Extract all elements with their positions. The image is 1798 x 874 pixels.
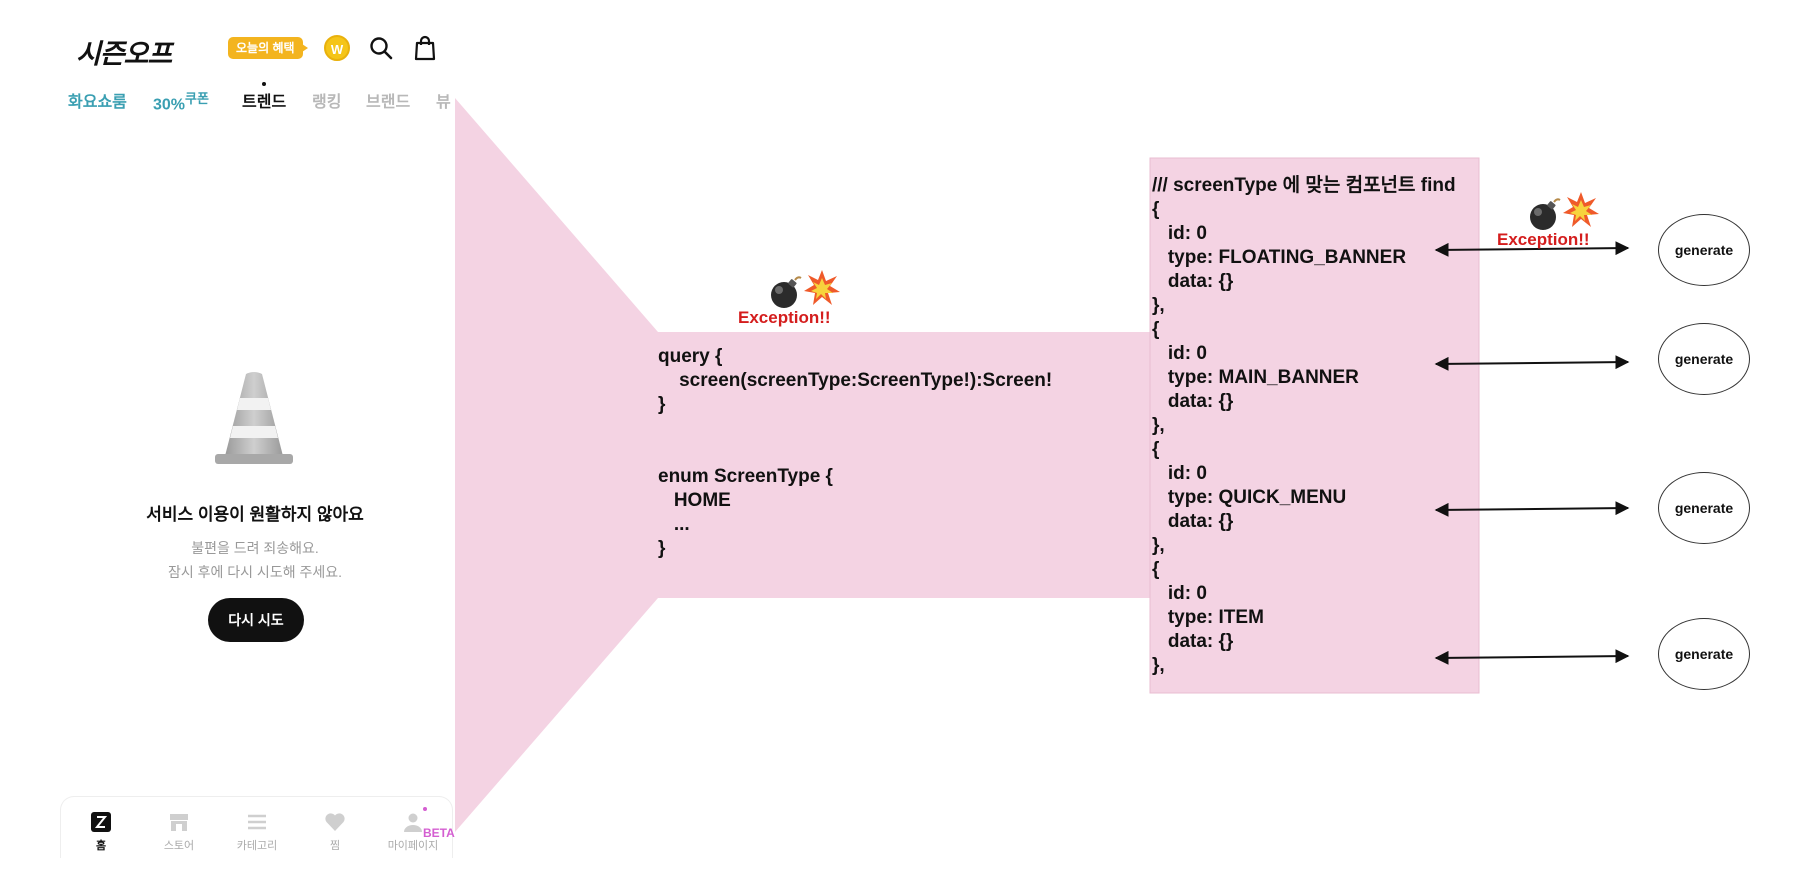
explosion-icon (1563, 192, 1599, 227)
beta-badge: BETA (423, 826, 455, 840)
app-logo[interactable]: 시즌오프 (76, 39, 172, 70)
explosion-icon (804, 270, 840, 305)
active-tab-indicator (262, 82, 266, 86)
exception-label: Exception!! (738, 308, 831, 327)
error-empty-state: 서비스 이용이 원활하지 않아요 불편을 드려 죄송해요. 잠시 후에 다시 시… (60, 370, 455, 650)
query-highlight-box (657, 332, 1153, 598)
beta-indicator-dot (423, 807, 427, 811)
bottom-nav-label: 홈 (95, 840, 107, 852)
retry-button[interactable]: 다시 시도 (208, 598, 304, 642)
tab-coupon-sup: 쿠폰 (185, 91, 209, 106)
app-screen: 시즌오프 오늘의 혜택 W 화요쇼룸 30%쿠폰 트렌드 랭킹 브랜드 뷰 (60, 0, 455, 874)
generate-node-quick-menu: generate (1658, 472, 1750, 544)
coin-icon[interactable]: W (324, 35, 350, 61)
app-header: 시즌오프 오늘의 혜택 W (76, 28, 456, 70)
bottom-nav-wishlist[interactable]: 찜 (299, 811, 371, 853)
tab-tuesday-showroom[interactable]: 화요쇼룸 (68, 94, 127, 111)
menu-icon (248, 814, 266, 830)
arrow-item (1434, 649, 1630, 665)
tab-coupon-label: 30% (153, 96, 186, 112)
exception-label: Exception!! (1497, 230, 1590, 249)
bottom-nav-label: 카테고리 (236, 840, 278, 852)
bottom-nav-label: 마이페이지 (387, 840, 439, 852)
heart-icon (325, 813, 345, 831)
category-tabs: 화요쇼룸 30%쿠폰 트렌드 랭킹 브랜드 뷰 (60, 82, 455, 112)
bottom-nav-category[interactable]: 카테고리 (221, 811, 293, 853)
component-list-highlight-box (1149, 157, 1480, 694)
bottom-navigation: 홈 스토어 카테고리 찜 (60, 796, 455, 858)
shopping-bag-icon[interactable] (412, 35, 438, 61)
exception-marker-query: Exception!! (738, 270, 858, 334)
tab-coupon[interactable]: 30%쿠폰 (153, 88, 209, 112)
bottom-nav-label: 찜 (329, 840, 341, 852)
funnel-highlight (455, 98, 658, 832)
home-z-icon (91, 812, 111, 832)
generate-node-item: generate (1658, 618, 1750, 690)
bottom-nav-store[interactable]: 스토어 (143, 811, 215, 853)
error-message-line-2: 잠시 후에 다시 시도해 주세요. (167, 564, 342, 580)
generate-node-floating-banner: generate (1658, 214, 1750, 286)
search-icon[interactable] (368, 35, 394, 61)
tab-ranking[interactable]: 랭킹 (312, 94, 342, 111)
tab-trend[interactable]: 트렌드 (242, 94, 287, 111)
arrow-quick-menu (1434, 501, 1630, 517)
exception-marker-floating-banner: Exception!! (1497, 192, 1617, 256)
generate-node-main-banner: generate (1658, 323, 1750, 395)
bottom-nav-mypage[interactable]: 마이페이지 (377, 811, 449, 853)
today-benefit-badge[interactable]: 오늘의 혜택 (228, 37, 308, 59)
tab-brand[interactable]: 브랜드 (366, 94, 411, 111)
error-title: 서비스 이용이 원활하지 않아요 (146, 505, 364, 524)
tab-beauty[interactable]: 뷰 (436, 94, 451, 111)
store-icon (170, 814, 188, 831)
bomb-icon (771, 276, 802, 308)
bottom-nav-label: 스토어 (163, 840, 195, 852)
bomb-icon (1530, 198, 1561, 230)
component-list-code: /// screenType 에 맞는 컴포넌트 find { id: 0 ty… (1152, 175, 1456, 676)
arrow-main-banner (1434, 355, 1630, 371)
traffic-cone-icon (215, 372, 293, 464)
person-icon (404, 813, 422, 832)
bottom-nav-home[interactable]: 홈 (65, 811, 137, 853)
arrow-floating-banner (1434, 241, 1630, 257)
error-message-line-1: 불편을 드려 죄송해요. (191, 540, 319, 556)
graphql-query-code: query { screen(screenType:ScreenType!):S… (658, 346, 1053, 559)
